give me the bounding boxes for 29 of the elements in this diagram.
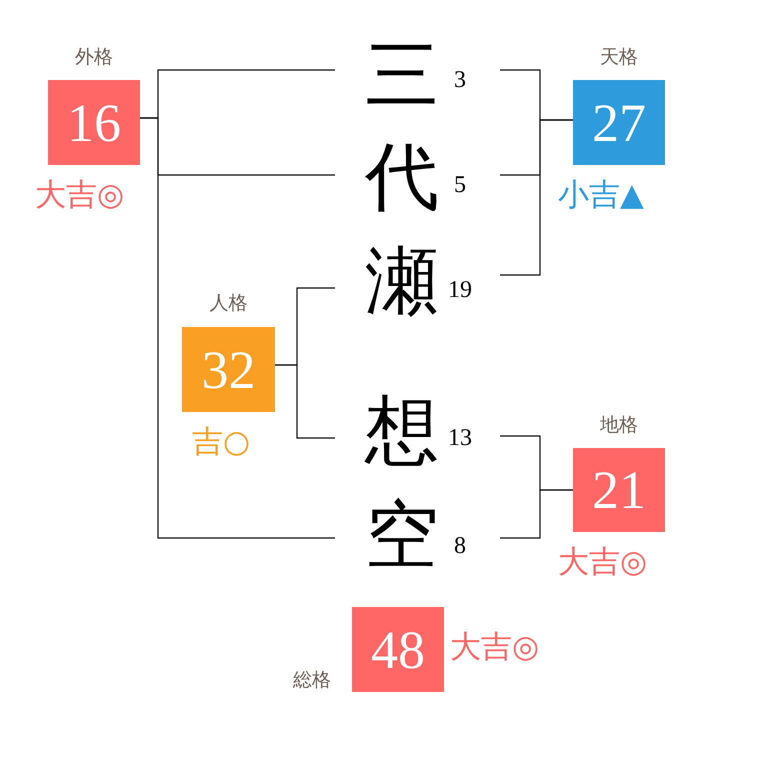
connector-line (275, 364, 335, 439)
score-box: 32 (182, 327, 275, 412)
heading: 天格 (599, 46, 639, 68)
stroke-count: 13 (448, 426, 472, 450)
score-box: 48 (352, 607, 444, 692)
fortune-text: 大吉◎ (450, 629, 540, 665)
fortune-text: 大吉◎ (558, 544, 648, 580)
connector-line (140, 117, 335, 539)
heading: 外格 (74, 46, 114, 68)
name-character: 代 (365, 140, 439, 214)
connector-line (500, 119, 573, 276)
score-box: 21 (573, 448, 665, 532)
stroke-count: 3 (454, 68, 466, 92)
name-character: 空 (365, 498, 439, 572)
stroke-count: 5 (454, 173, 466, 197)
fortune-text: 吉○ (192, 424, 250, 460)
stroke-count: 19 (448, 278, 472, 302)
fortune-text: 大吉◎ (35, 177, 124, 213)
fortune-text: 小吉▲ (558, 177, 644, 213)
score-box: 27 (573, 80, 665, 165)
name-character: 瀬 (365, 244, 439, 318)
score-box: 16 (48, 80, 140, 165)
heading: 総格 (292, 669, 332, 691)
heading: 人格 (208, 292, 248, 314)
name-character: 想 (365, 394, 439, 468)
name-character: 三 (365, 38, 439, 112)
connector-line (500, 489, 573, 539)
stroke-count: 8 (454, 534, 466, 558)
heading: 地格 (599, 414, 639, 436)
